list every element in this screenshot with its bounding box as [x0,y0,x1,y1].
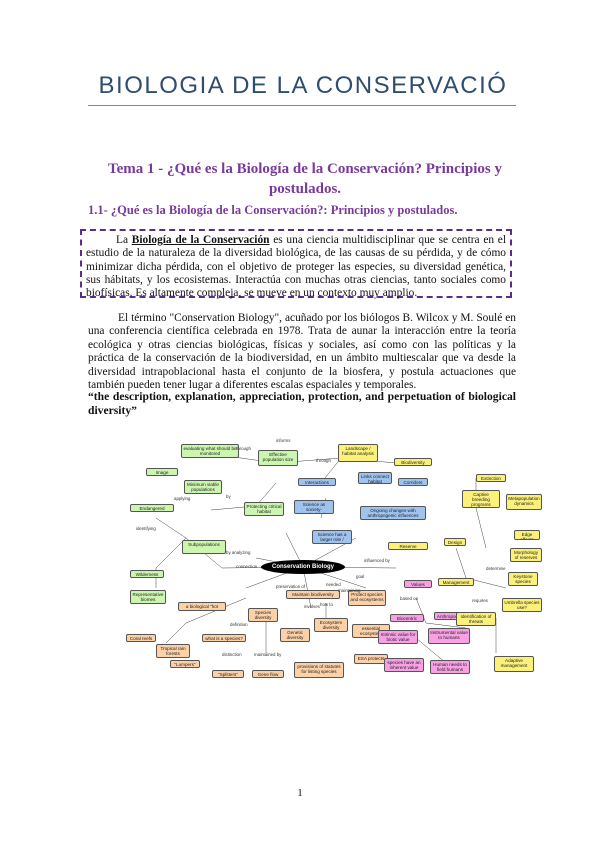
concept-node-human: Human needs to field humans [430,660,470,674]
concept-link-label: by [226,494,231,499]
topic-heading-line2: postulados. [268,181,342,197]
concept-link-label: connection [236,564,258,569]
body-paragraph-text: El término "Conservation Biology", acuña… [88,312,516,392]
concept-node-management: Management [438,578,474,586]
concept-node-identification: Identification of threats [456,612,496,626]
concept-link-label: maintaining [338,588,361,593]
concept-node-landscape: Landscape / habitat analysis [338,444,378,462]
concept-node-corridors: Corridors [398,478,428,486]
concept-node-species2: species have an inherent value [384,658,424,672]
topic-heading: Tema 1 - ¿Qué es la Biología de la Conse… [100,159,510,199]
concept-node-interactions: Interactions [298,478,336,486]
concept-node-effective: Effective population size [258,450,298,466]
concept-node-ecosystem: Ecosystem diversity [314,618,348,632]
concept-node-biodiversity: Biodiversity [394,458,432,466]
concept-link-label: involves [304,604,320,609]
concept-node-tropical: Tropical rain forests [156,644,190,658]
concept-node-captive: Captive breeding programs [462,490,500,508]
document-title: BIOLOGIA DE LA CONSERVACIÓ [98,72,508,99]
concept-node-genetic: Genetic diversity [280,628,310,642]
concept-node-instrumental: Instrumental value to humans [428,628,470,644]
concept-node-biological: a biological "hot spots" [178,602,226,611]
concept-node-biocentric: Biocentric [390,614,424,622]
concept-link-label: by analyzing [226,550,251,555]
definition-quote: “the description, explanation, appreciat… [88,390,516,417]
concept-node-umbrella: Umbrella species use? [502,598,542,612]
concept-link-label: applying [174,496,191,501]
concept-node-science: Science as society-embedded [294,500,334,514]
body-paragraph: El término "Conservation Biology", acuña… [88,312,516,392]
concept-link-label: needed [326,582,341,587]
concept-node-reserve: Reserve networks [388,542,428,550]
concept-link-label: informs [276,438,291,443]
concept-node-minimum: Minimum viable populations [184,480,222,494]
concept-link-label: definition [230,622,248,627]
concept-node-edge: Edge effects [514,530,540,540]
concept-link-label: distinction [222,652,242,657]
definition-box: La Biología de la Conservación es una ci… [80,229,512,300]
concept-node-species: Species diversity [248,608,278,622]
concept-link-label: determine [486,566,506,571]
concept-node-protecting: Protecting critical habitat [244,502,284,516]
concept-node-protect: Protect species and ecosystems [348,590,386,606]
concept-node-image: Image concept [146,468,178,476]
concept-link-label: through [236,446,251,451]
concept-link-label: maintained by [254,652,282,657]
concept-node-subpop: Subpopulations [182,540,226,554]
page-number: 1 [297,787,303,799]
concept-node-metapop: Metapopulation dynamics [506,494,542,510]
concept-node-adaptive: Adaptive management [494,656,534,672]
concept-node-provisions: provisions of statutes for listing speci… [294,662,344,678]
concept-node-morphology: Morphology of reserves [510,548,542,562]
concept-node-coral: Coral reefs [126,634,156,642]
concept-link-label: requires [472,598,488,603]
concept-link-label: how to [320,602,333,607]
concept-link-label: based on [400,596,419,601]
concept-node-values: Values [404,580,432,588]
concept-link-label: preservation of [276,584,306,589]
definition-text: es una ciencia multidisciplinar que se c… [86,234,507,300]
topic-heading-line1: Tema 1 - ¿Qué es la Biología de la Conse… [107,161,503,177]
concept-link-label: through [316,458,331,463]
concept-node-wilderness: Wilderness [130,570,164,578]
definition-term: Biología de la Conservación [131,234,270,246]
concept-node-design: Design [444,538,466,546]
title-underline [88,105,516,106]
definition-prefix: La [116,234,129,246]
concept-node-connect: Links connect habitat patches [358,472,392,484]
concept-node-evaluating: evaluating what should be monitored [181,444,239,458]
concept-map-center: Conservation Biology [261,560,345,574]
concept-link-label: identifying [136,526,156,531]
concept-node-intrinsic: Intrinsic value for biotic value [378,630,418,644]
concept-node-keystone: Keystone species [508,572,538,586]
concept-link-label: influenced by [364,558,390,563]
concept-node-climate: Ongoing changes with anthropogenic influ… [360,506,426,520]
concept-map-figure: evaluating what should be monitored Effec… [126,438,544,720]
concept-link-label: goal [356,574,365,579]
concept-node-extinction: Extinction [476,474,506,482]
concept-node-gene: Gene flow [252,670,284,678]
concept-node-maintain: Maintain biodiversity [286,590,340,599]
section-heading: 1.1- ¿Qué es la Biología de la Conservac… [88,203,458,217]
concept-node-sciencerole: Science has a larger role / impact [312,530,352,544]
concept-node-representative: Representative biomes [130,590,166,604]
concept-node-esa: ESA protects [354,654,388,664]
concept-node-whatis: what is a species? [202,634,246,642]
concept-node-endangered: Endangered species [130,504,174,512]
concept-node-lumpers: "Lumpers" [170,660,200,668]
concept-node-splitters: "Splitters" [212,670,244,678]
